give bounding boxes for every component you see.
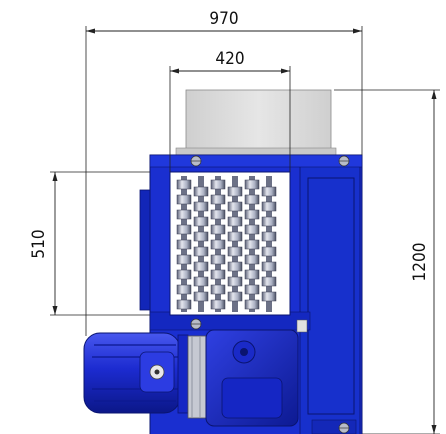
blade-tooth (261, 201, 277, 212)
blade-tooth (261, 291, 277, 302)
blade-tooth (210, 299, 226, 310)
blade-tooth (210, 254, 226, 265)
blade-tooth (261, 261, 277, 272)
blade-tooth (176, 299, 192, 310)
gearbox (205, 329, 299, 427)
motor (83, 332, 207, 419)
blade-tooth (227, 186, 243, 197)
bolt-icon (338, 422, 350, 434)
blade-tooth (176, 179, 192, 190)
blade-tooth (176, 224, 192, 235)
dimension-inlet-width: 420 (169, 49, 291, 172)
blade-tooth (244, 224, 260, 235)
blade-tooth (227, 261, 243, 272)
blade-tooth (193, 216, 209, 227)
blade-shaft (198, 176, 204, 312)
blade-tooth (193, 186, 209, 197)
blade-tooth (227, 291, 243, 302)
blade-tooth (261, 246, 277, 257)
dimension-overall-height: 1200 (334, 89, 440, 434)
blade-tooth (227, 246, 243, 257)
blade-tooth (193, 291, 209, 302)
blade-tooth (261, 231, 277, 242)
blade-tooth (193, 231, 209, 242)
blade-tooth (210, 224, 226, 235)
blade-tooth (176, 239, 192, 250)
blade-tooth (244, 284, 260, 295)
blade-tooth (244, 269, 260, 280)
blade-tooth (210, 179, 226, 190)
overall-width-label: 970 (209, 9, 238, 29)
blade-shaft (266, 176, 272, 312)
blade-tooth (210, 284, 226, 295)
cutting-height-label: 510 (29, 229, 49, 258)
blade-tooth (244, 194, 260, 205)
blade-tooth (193, 201, 209, 212)
blade-tooth (227, 216, 243, 227)
bolt-icon (190, 318, 202, 330)
blade-tooth (176, 269, 192, 280)
blade-tooth (176, 284, 192, 295)
blade-tooth (261, 216, 277, 227)
blade-tooth (244, 209, 260, 220)
blade-tooth (261, 276, 277, 287)
bolt-icon (338, 155, 350, 167)
blade-rotors (176, 176, 277, 312)
cutting-chamber (169, 171, 291, 316)
blade-tooth (227, 231, 243, 242)
blade-tooth (227, 276, 243, 287)
blade-tooth (176, 209, 192, 220)
dimension-cutting-height: 510 (29, 171, 150, 316)
inlet-width-label: 420 (215, 49, 244, 69)
blade-tooth (261, 186, 277, 197)
blade-tooth (227, 201, 243, 212)
blade-tooth (244, 299, 260, 310)
blade-tooth (210, 269, 226, 280)
bolt-icon (190, 155, 202, 167)
blade-tooth (244, 179, 260, 190)
dimension-overall-width: 970 (85, 9, 363, 336)
blade-tooth (210, 209, 226, 220)
blade-tooth (193, 276, 209, 287)
blade-tooth (176, 194, 192, 205)
blade-tooth (244, 254, 260, 265)
hopper (175, 89, 337, 156)
overall-height-label: 1200 (410, 243, 430, 282)
blade-shaft (232, 176, 238, 312)
blade-tooth (176, 254, 192, 265)
blade-tooth (210, 194, 226, 205)
blade-tooth (244, 239, 260, 250)
blade-tooth (193, 261, 209, 272)
blade-tooth (210, 239, 226, 250)
blade-tooth (193, 246, 209, 257)
